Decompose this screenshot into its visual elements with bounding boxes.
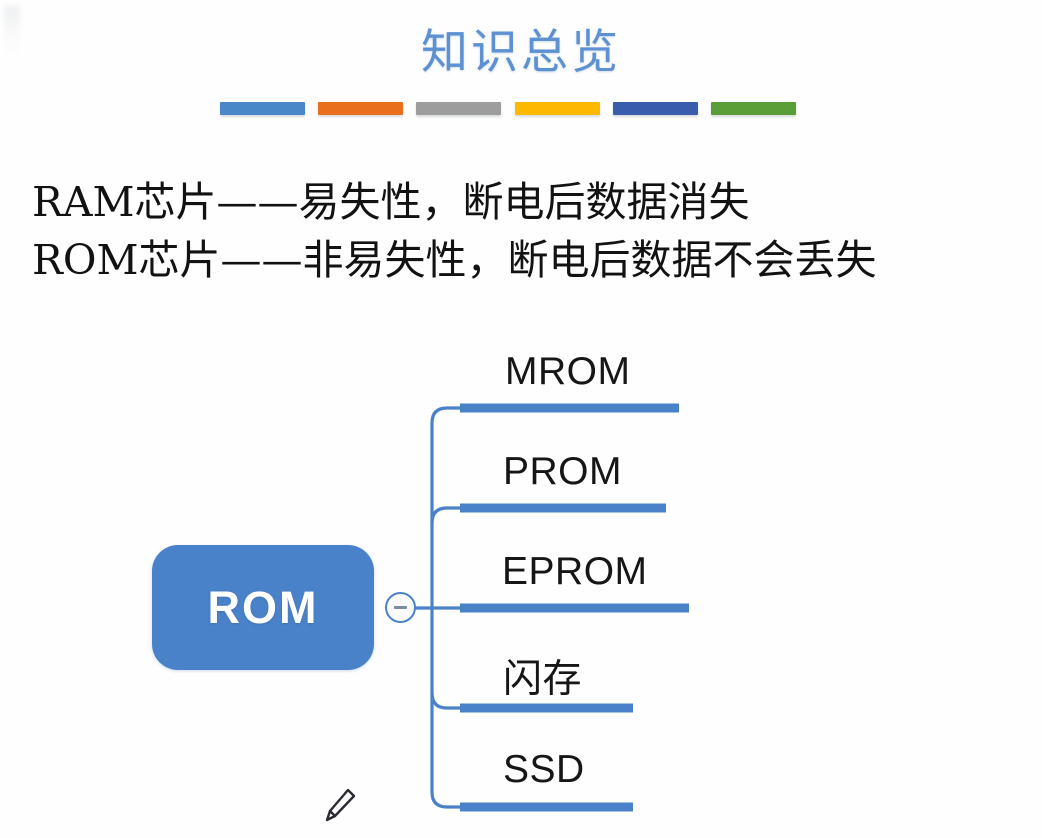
page-title: 知识总览 <box>421 25 621 80</box>
divider-bar-row <box>220 102 796 118</box>
divider-bar-gray <box>416 102 502 115</box>
collapse-toggle-button[interactable] <box>385 592 416 623</box>
divider-bar-darkblue <box>612 102 698 115</box>
mindmap-branch-mrom[interactable]: MROM <box>505 350 631 393</box>
mindmap-root-node-rom[interactable]: ROM <box>152 545 374 670</box>
mindmap-branch-eprom[interactable]: EPROM <box>502 550 648 593</box>
pencil-icon <box>325 788 356 822</box>
mindmap-connectors <box>414 403 689 812</box>
mindmap-branch-prom[interactable]: PROM <box>503 450 622 493</box>
mindmap-diagram: ROM MROM PROM EPROM 闪存 SSD <box>0 330 1042 838</box>
body-text-line-rom: ROM芯片——非易失性，断电后数据不会丢失 <box>32 236 877 284</box>
mindmap-root-label: ROM <box>207 581 319 633</box>
divider-bar-yellow <box>514 102 600 115</box>
mindmap-branch-flash[interactable]: 闪存 <box>503 657 583 702</box>
mindmap-branch-ssd[interactable]: SSD <box>503 748 585 791</box>
body-text-block: RAM芯片——易失性，断电后数据消失 ROM芯片——非易失性，断电后数据不会丢失 <box>32 173 1022 289</box>
divider-bar-orange <box>318 102 404 115</box>
divider-bar-green <box>710 102 796 115</box>
body-text-line-ram: RAM芯片——易失性，断电后数据消失 <box>32 178 750 226</box>
minus-circle-icon <box>394 606 407 609</box>
divider-bar-blue <box>220 102 305 115</box>
